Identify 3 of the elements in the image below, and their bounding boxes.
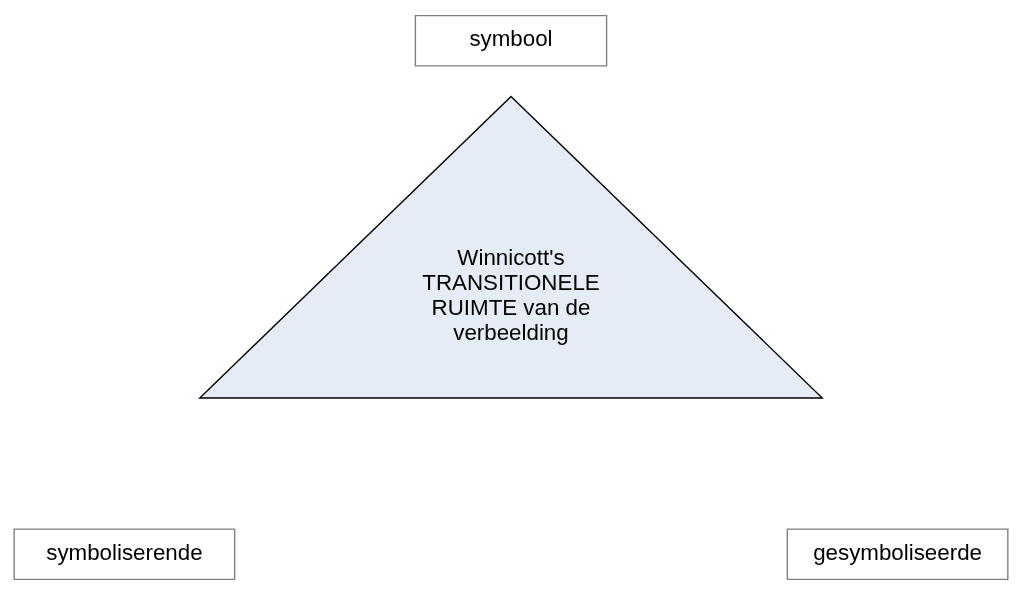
node-box: symbool (414, 14, 608, 67)
node-box: symboliserende (13, 527, 236, 580)
node-box: gesymboliseerde (786, 527, 1009, 580)
